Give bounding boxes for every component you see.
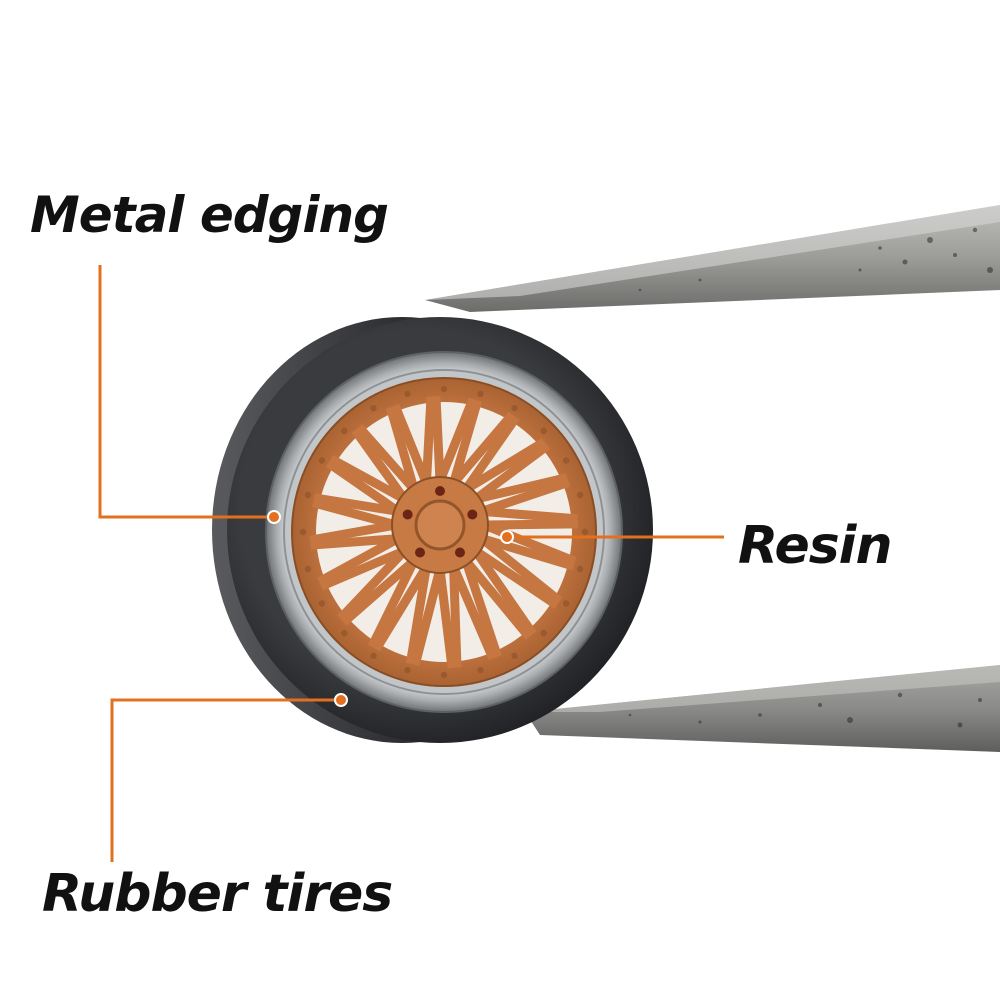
- rim-bolt: [341, 427, 348, 435]
- rim-bolt: [562, 457, 570, 464]
- callout-metal-edging-leader: [98, 265, 281, 524]
- rim-bolt: [299, 528, 307, 536]
- lug-nut: [402, 509, 413, 520]
- rim-bolt: [477, 390, 484, 398]
- rim-bolt: [477, 666, 484, 674]
- rim-bolt: [511, 404, 518, 412]
- rim-bolt: [440, 385, 448, 393]
- rim-bolt: [341, 629, 348, 637]
- rim-bolt: [404, 666, 411, 674]
- tweezers-upper-speckles: [638, 227, 993, 292]
- rim-bolt: [540, 427, 547, 435]
- lug-nut: [454, 547, 465, 558]
- rim-bolt: [540, 629, 547, 637]
- rim-bolts: [299, 385, 589, 679]
- rim-bolt: [511, 652, 518, 660]
- rim-bolt: [370, 404, 377, 412]
- callout-resin-leader: [500, 530, 724, 544]
- tweezers-lower-speckles: [628, 692, 982, 728]
- lug-nut: [435, 486, 445, 496]
- rim-bolt: [562, 600, 570, 607]
- rim-bolt: [576, 491, 584, 499]
- callout-resin-label: Resin: [738, 516, 893, 576]
- rim-bolt: [576, 565, 584, 573]
- callout-rubber-tires-leader: [110, 693, 348, 862]
- rim-bolt: [404, 390, 411, 398]
- callout-metal-edging-label: Metal edging: [30, 186, 389, 244]
- rim-bolt: [304, 565, 312, 573]
- lug-nut: [467, 509, 478, 520]
- rim-bolt: [318, 457, 326, 464]
- rim-bolt: [440, 671, 448, 679]
- rim-bolt: [370, 652, 377, 660]
- lug-nut: [415, 547, 426, 558]
- callout-rubber-tires-label: Rubber tires: [42, 864, 393, 924]
- rim-bolt: [318, 600, 326, 607]
- rim-bolt: [581, 528, 589, 536]
- lug-nuts: [402, 486, 478, 558]
- rim-bolt: [304, 491, 312, 499]
